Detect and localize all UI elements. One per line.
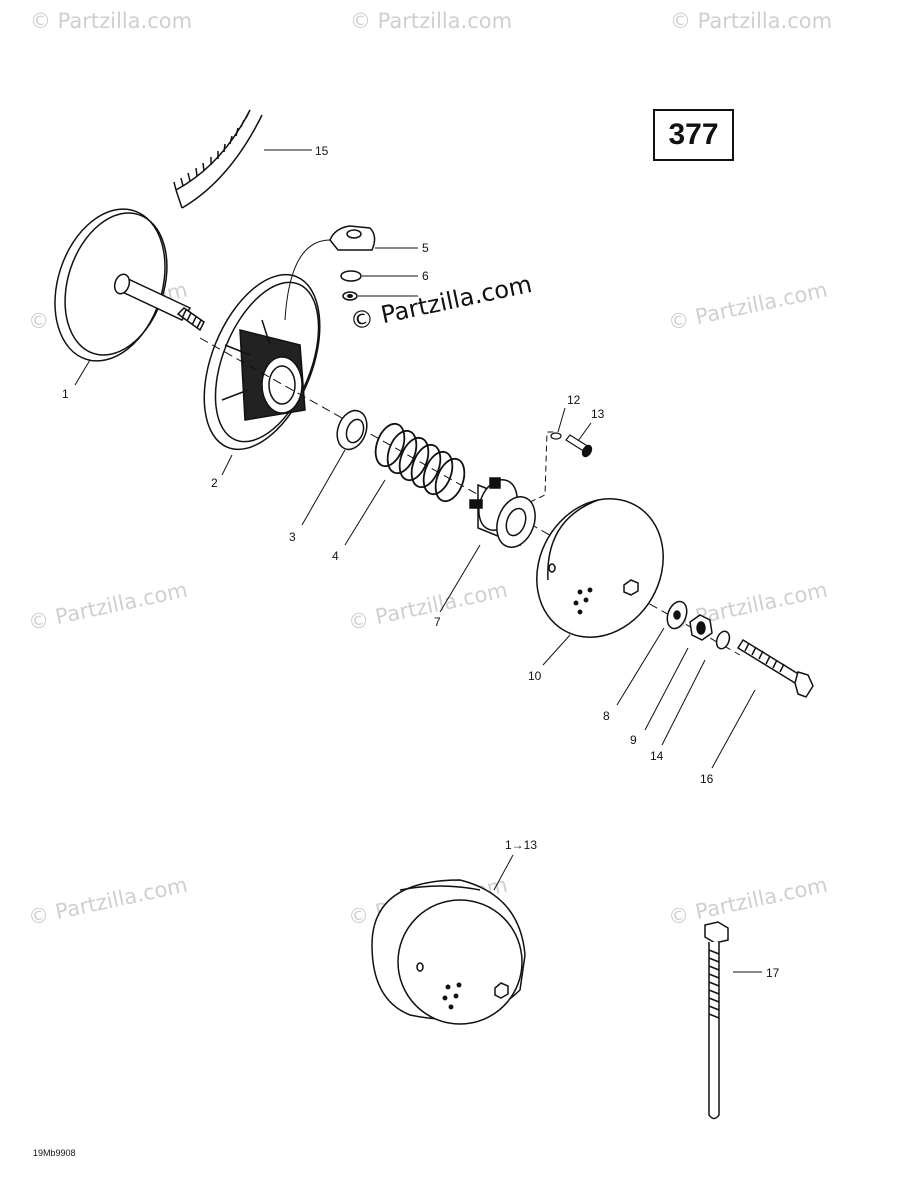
cam xyxy=(469,477,536,548)
callout-3: 3 xyxy=(289,530,296,544)
spring-cup xyxy=(336,409,368,451)
watermark: © Partzilla.com xyxy=(350,9,512,33)
drawing-code: 19Mb9908 xyxy=(33,1148,76,1158)
watermark-dark: © Partzilla.com xyxy=(347,270,534,336)
leader-line xyxy=(284,239,331,321)
cap-screw xyxy=(736,638,814,698)
callout-4: 4 xyxy=(332,549,339,563)
assembly-axis xyxy=(529,431,557,503)
lock-washer xyxy=(715,630,731,650)
leader-lines xyxy=(74,149,762,973)
watermark: © Partzilla.com xyxy=(670,9,832,33)
callout-7: 7 xyxy=(434,615,441,629)
callout-12: 12 xyxy=(567,393,581,407)
watermark: © Partzilla.com xyxy=(26,578,190,635)
callout-9: 9 xyxy=(630,733,637,747)
button xyxy=(340,270,362,282)
watermark: © Partzilla.com xyxy=(666,278,830,335)
slider-shoe xyxy=(329,225,376,251)
callout-14: 14 xyxy=(650,749,664,763)
spring xyxy=(374,422,466,503)
washer-hole xyxy=(347,294,353,298)
callout-16: 16 xyxy=(700,772,714,786)
driven-pulley-assembly xyxy=(371,879,526,1025)
watermark: © Partzilla.com xyxy=(30,9,192,33)
drive-belt xyxy=(173,109,263,209)
callout-5: 5 xyxy=(422,241,429,255)
callout-assembly: 1→13 xyxy=(505,838,537,852)
callout-17: 17 xyxy=(766,966,780,980)
watermark: © Partzilla.com xyxy=(346,578,510,635)
callout-8: 8 xyxy=(603,709,610,723)
callout-13: 13 xyxy=(591,407,605,421)
movable-sheave xyxy=(203,273,321,451)
callout-10: 10 xyxy=(528,669,542,683)
allen-screw xyxy=(565,434,593,458)
callout-1: 1 xyxy=(62,387,69,401)
callouts: 15 5 6 1 2 3 4 7 10 12 13 8 9 14 16 1→13… xyxy=(62,144,780,980)
long-bolt xyxy=(704,921,729,1120)
flat-washer xyxy=(666,600,688,630)
callout-6: 6 xyxy=(422,269,429,283)
callout-15: 15 xyxy=(315,144,329,158)
watermark: © Partzilla.com xyxy=(666,873,830,930)
watermark: © Partzilla.com xyxy=(26,873,190,930)
cover xyxy=(536,498,664,638)
callout-2: 2 xyxy=(211,476,218,490)
fixed-sheave xyxy=(54,208,205,362)
hex-nut xyxy=(689,614,713,641)
lock-washer xyxy=(550,432,562,440)
page-number-box: 377 xyxy=(653,109,734,161)
page-number: 377 xyxy=(668,118,719,151)
